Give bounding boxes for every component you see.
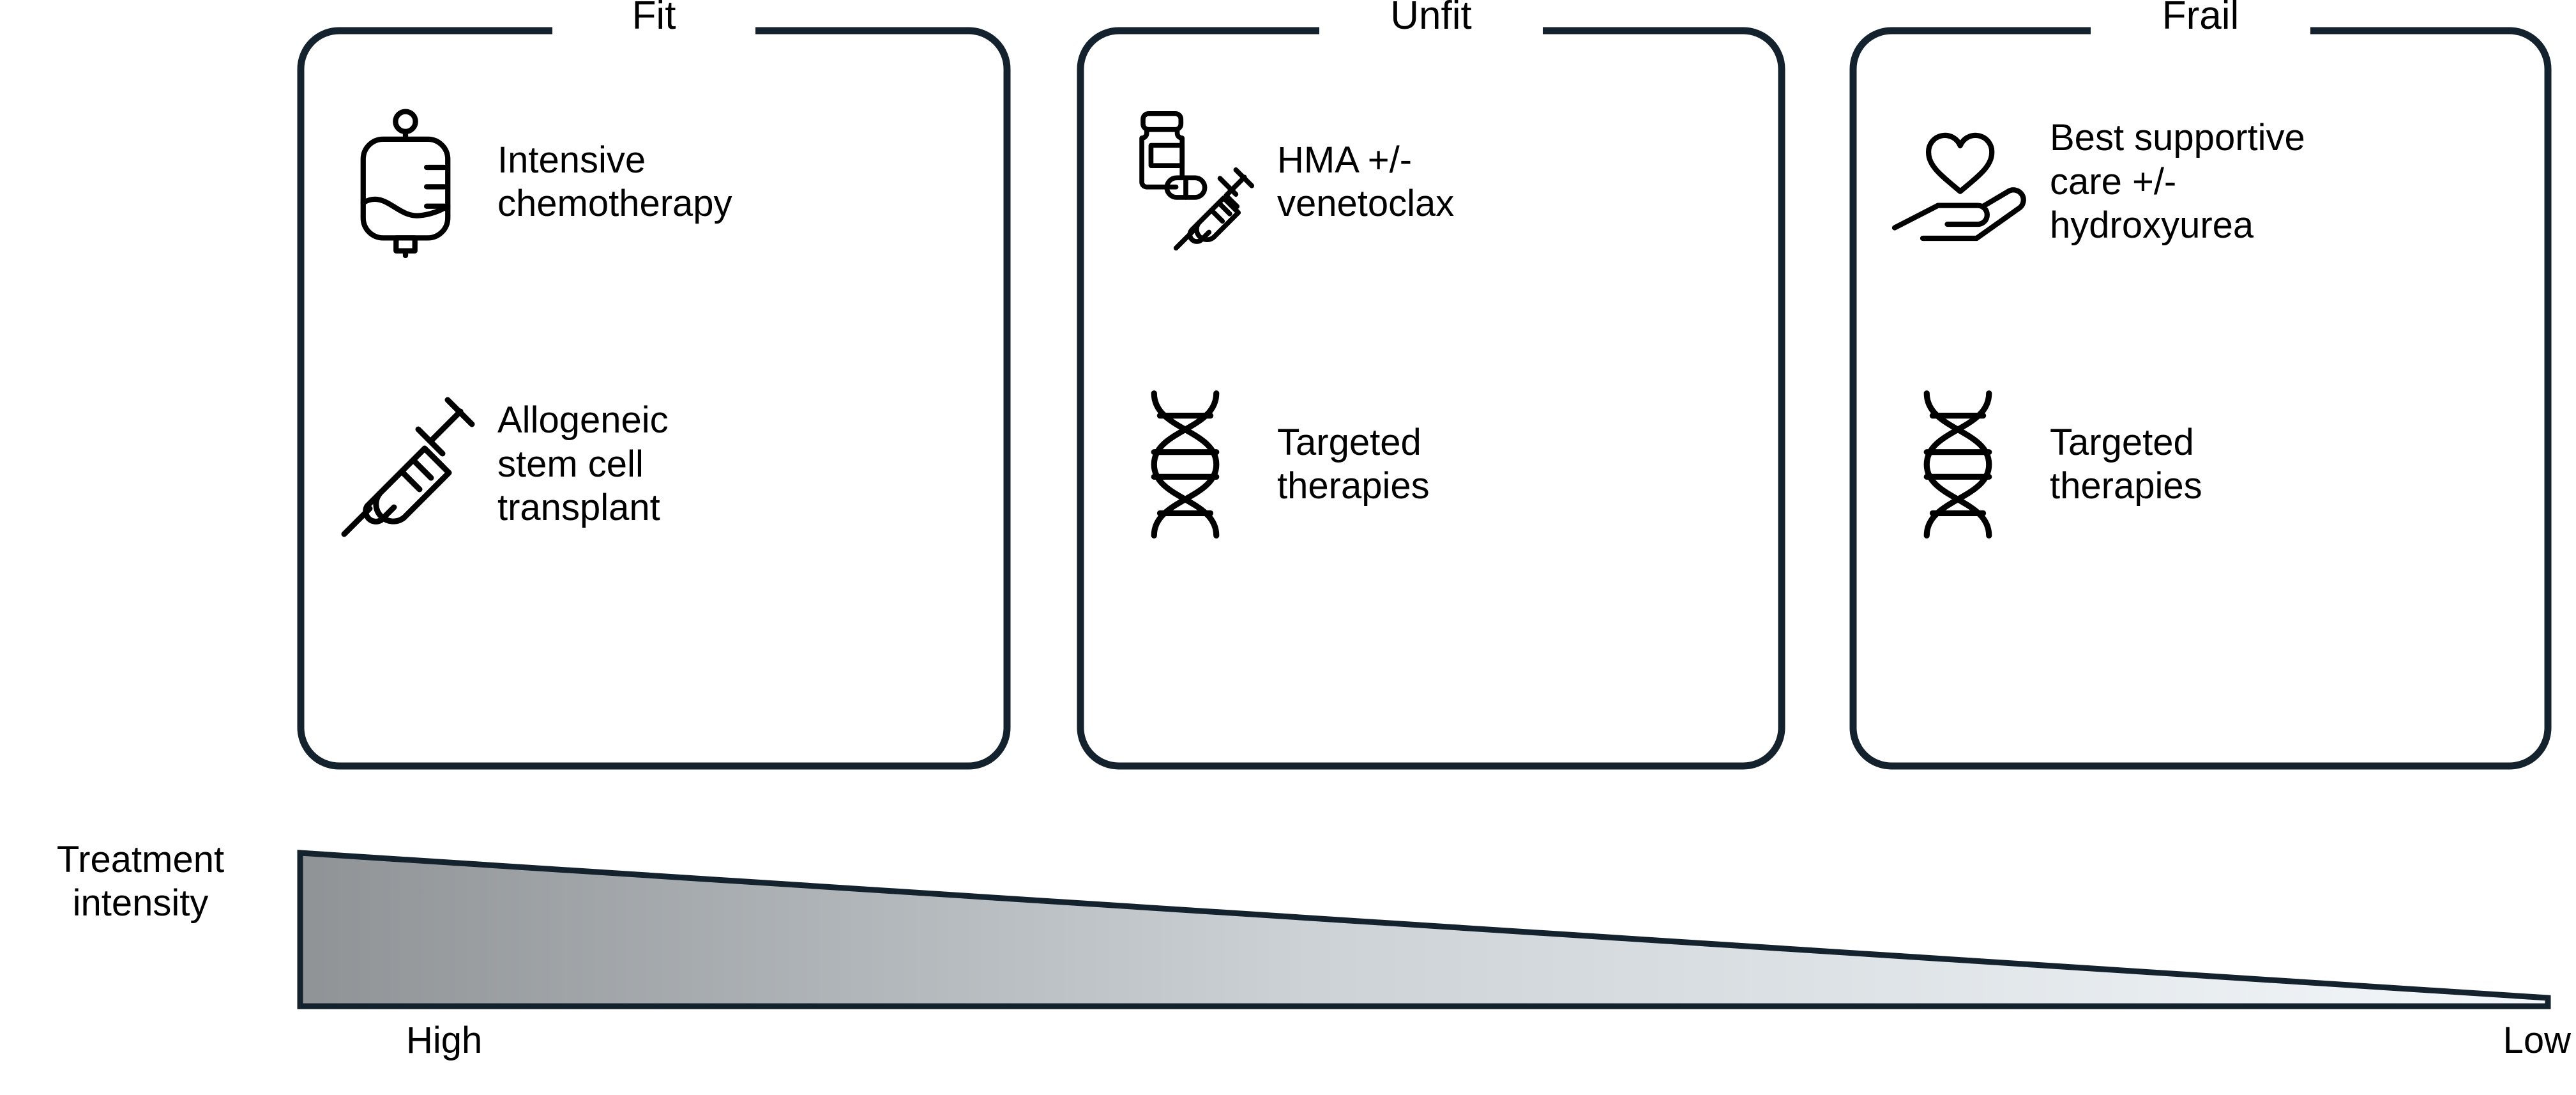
intensity-low-label: Low: [2503, 1020, 2571, 1061]
card-unfit-item-0-label: HMA +/- venetoclax: [1277, 139, 1455, 224]
card-frail: Frail: [1849, 0, 2552, 770]
intensity-high-label: High: [406, 1020, 483, 1061]
card-fit-body: Intensive chemotherapy: [297, 27, 1011, 770]
card-fit: Fit: [297, 0, 1011, 770]
treatment-intensity-label: Treatment intensity: [56, 839, 225, 924]
card-fit-item-0-label: Intensive chemotherapy: [497, 139, 732, 224]
card-frail-body: Best supportive care +/- hydroxyurea: [1849, 27, 2552, 770]
card-frail-frame: [1849, 27, 2552, 770]
treatment-intensity-scale: Treatment intensity High Low: [0, 786, 2576, 1095]
syringe-icon: [335, 391, 476, 538]
treatment-cards-row: Fit: [297, 0, 2552, 770]
card-unfit: Unfit: [1077, 0, 1785, 770]
heart-in-hand-icon: [1888, 109, 2028, 256]
card-frail-item-1-label: Targeted therapies: [2050, 421, 2202, 507]
card-unfit-frame: [1077, 27, 1785, 770]
iv-bag-icon: [335, 109, 476, 259]
card-frail-item-0-label: Best supportive care +/- hydroxyurea: [2050, 117, 2305, 247]
pill-bottle-syringe-icon: [1115, 109, 1255, 256]
card-unfit-item-1: Targeted therapies: [1077, 359, 1785, 570]
card-unfit-item-0: HMA +/- venetoclax: [1077, 77, 1785, 287]
card-unfit-body: HMA +/- venetoclax: [1077, 27, 1785, 770]
card-fit-item-1: Allogeneic stem cell transplant: [297, 359, 1011, 570]
card-frail-item-0: Best supportive care +/- hydroxyurea: [1849, 77, 2552, 287]
card-fit-legend: Fit: [615, 0, 693, 36]
card-fit-item-1-label: Allogeneic stem cell transplant: [497, 399, 669, 529]
card-fit-item-0: Intensive chemotherapy: [297, 77, 1011, 287]
dna-helix-icon: [1888, 390, 2028, 539]
intensity-wedge-graphic: [0, 786, 2576, 1029]
card-unfit-legend: Unfit: [1374, 0, 1489, 36]
card-unfit-item-1-label: Targeted therapies: [1277, 421, 1430, 507]
card-frail-legend: Frail: [2145, 0, 2256, 36]
card-frail-item-1: Targeted therapies: [1849, 359, 2552, 570]
card-fit-frame: [297, 27, 1011, 770]
dna-helix-icon: [1115, 390, 1255, 539]
